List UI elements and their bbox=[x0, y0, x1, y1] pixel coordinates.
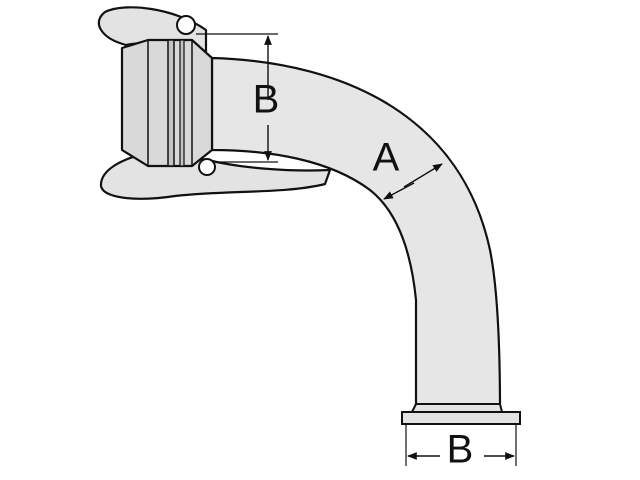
dimension-a: A bbox=[373, 136, 443, 200]
dimension-b-top: B bbox=[196, 33, 280, 163]
dimension-b-top-label: B bbox=[253, 78, 280, 122]
bottom-flange bbox=[401, 403, 521, 425]
dimension-b-bottom-label: B bbox=[447, 428, 474, 472]
lower-hinge-pin bbox=[198, 158, 216, 176]
dimension-a-arrow-outer bbox=[403, 163, 443, 188]
dimension-a-arrow-inner bbox=[383, 182, 415, 200]
dimension-b-bottom: B bbox=[405, 424, 517, 472]
bent-pipe bbox=[210, 56, 502, 412]
upper-hinge-pin bbox=[176, 15, 196, 35]
quick-coupling bbox=[120, 38, 214, 168]
dimension-a-label: A bbox=[373, 136, 400, 180]
